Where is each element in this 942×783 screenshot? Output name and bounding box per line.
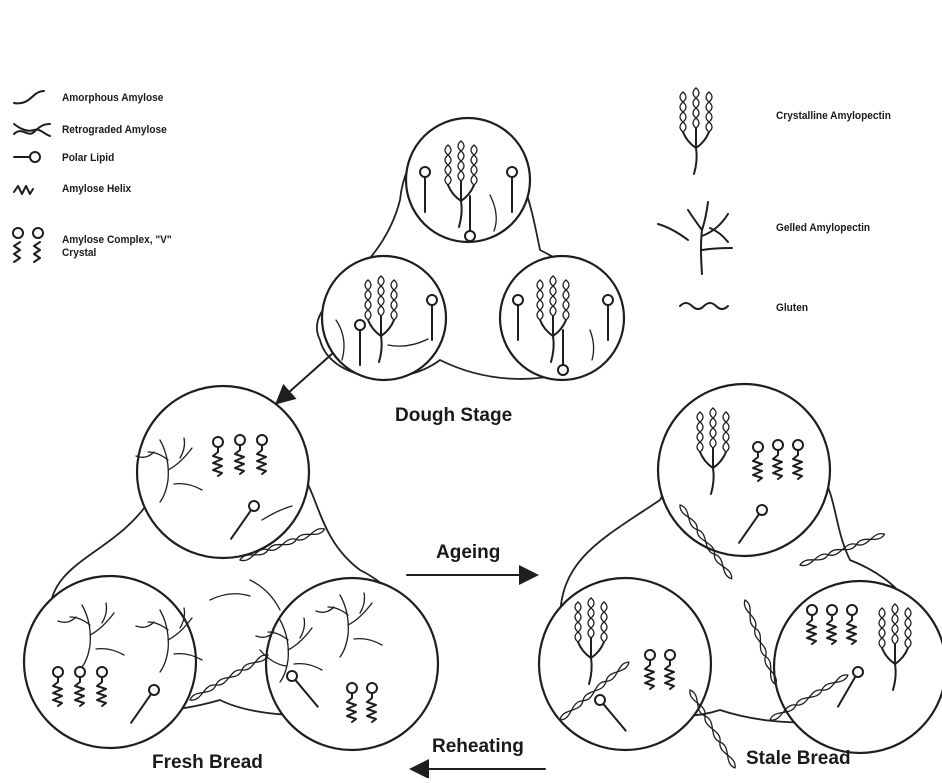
dough-stage-cluster (317, 118, 624, 380)
dough-to-fresh-arrow (278, 353, 333, 402)
retrograded-amylose-icon (14, 124, 50, 136)
polar-lipid-icon (14, 152, 40, 162)
stale-bread-label: Stale Bread (746, 748, 851, 770)
gelled-amylopectin-icon (658, 202, 732, 274)
legend-retrograded-amylose: Retrograded Amylose (62, 124, 167, 137)
amorphous-amylose-icon (14, 91, 44, 103)
legend-crystalline-amylopectin: Crystalline Amylopectin (776, 110, 891, 123)
legend-amylose-complex-line2: Crystal (62, 247, 172, 260)
stale-bread-cluster (539, 384, 942, 769)
legend-amylose-complex-line1: Amylose Complex, "V" (62, 234, 172, 247)
dough-stage-label: Dough Stage (395, 405, 512, 427)
amylose-helix-icon (14, 186, 33, 194)
fresh-bread-label: Fresh Bread (152, 752, 263, 774)
ageing-label: Ageing (436, 542, 500, 564)
reheating-label: Reheating (432, 736, 524, 758)
legend-amorphous-amylose: Amorphous Amylose (62, 92, 163, 105)
fresh-bread-cluster (24, 386, 438, 750)
amylose-complex-icon (13, 228, 43, 262)
legend-gelled-amylopectin: Gelled Amylopectin (776, 222, 870, 235)
legend-amylose-complex: Amylose Complex, "V" Crystal (62, 234, 172, 260)
legend-polar-lipid: Polar Lipid (62, 152, 114, 165)
gluten-icon (680, 303, 728, 309)
legend-amylose-helix: Amylose Helix (62, 183, 131, 196)
legend-gluten: Gluten (776, 302, 808, 315)
crystalline-amylopectin-icon (680, 88, 712, 174)
